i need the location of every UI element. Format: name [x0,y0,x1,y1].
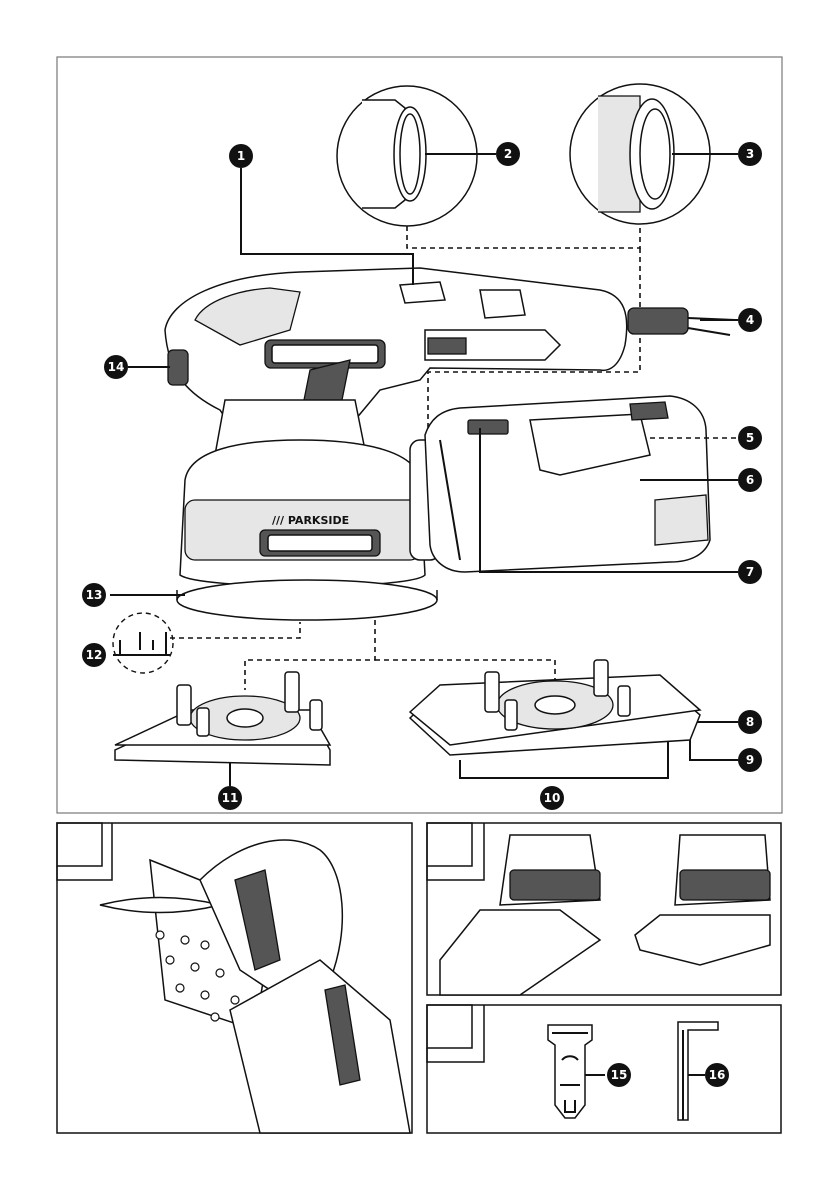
label-14: 14 [104,355,128,379]
label-5: 5 [738,426,762,450]
label-2: 2 [496,142,520,166]
svg-text:9: 9 [746,753,754,767]
leader-9 [690,735,738,760]
dash-plate-11 [245,620,375,690]
dash-plate-10 [375,660,555,680]
svg-text:12: 12 [86,648,103,662]
label-11: 11 [218,786,242,810]
label-16: 16 [705,1063,729,1087]
detail-circle-2 [337,86,477,226]
svg-text:8: 8 [746,715,754,729]
svg-text:15: 15 [611,1068,628,1082]
brand-logo: /// PARKSIDE [272,514,349,527]
svg-text:4: 4 [746,313,754,327]
svg-text:3: 3 [746,147,754,161]
label-6: 6 [738,468,762,492]
svg-text:1: 1 [237,149,245,163]
svg-text:2: 2 [504,147,512,161]
delta-plate-icon [115,672,330,765]
label-7: 7 [738,560,762,584]
panel-mounting-rectangular [427,823,781,995]
dust-box-icon [425,396,710,572]
label-15: 15 [607,1063,631,1087]
svg-text:11: 11 [222,791,239,805]
svg-text:14: 14 [108,360,125,374]
dash-circles [407,226,640,248]
detail-circle-12 [113,613,300,673]
svg-text:5: 5 [746,431,754,445]
panel-mounting-delta [57,823,412,1133]
svg-text:7: 7 [746,565,754,579]
label-13: 13 [82,583,106,607]
label-1: 1 [229,144,253,168]
label-4: 4 [738,308,762,332]
label-8: 8 [738,710,762,734]
svg-text:6: 6 [746,473,754,487]
label-10: 10 [540,786,564,810]
panel-tools: 15 16 [427,1005,781,1133]
svg-text:13: 13 [86,588,103,602]
wrench-tool-icon [548,1025,592,1118]
svg-text:10: 10 [544,791,561,805]
label-12: 12 [82,643,106,667]
svg-text:16: 16 [709,1068,726,1082]
rectangular-plate-icon [410,660,700,755]
label-9: 9 [738,748,762,772]
label-3: 3 [738,142,762,166]
